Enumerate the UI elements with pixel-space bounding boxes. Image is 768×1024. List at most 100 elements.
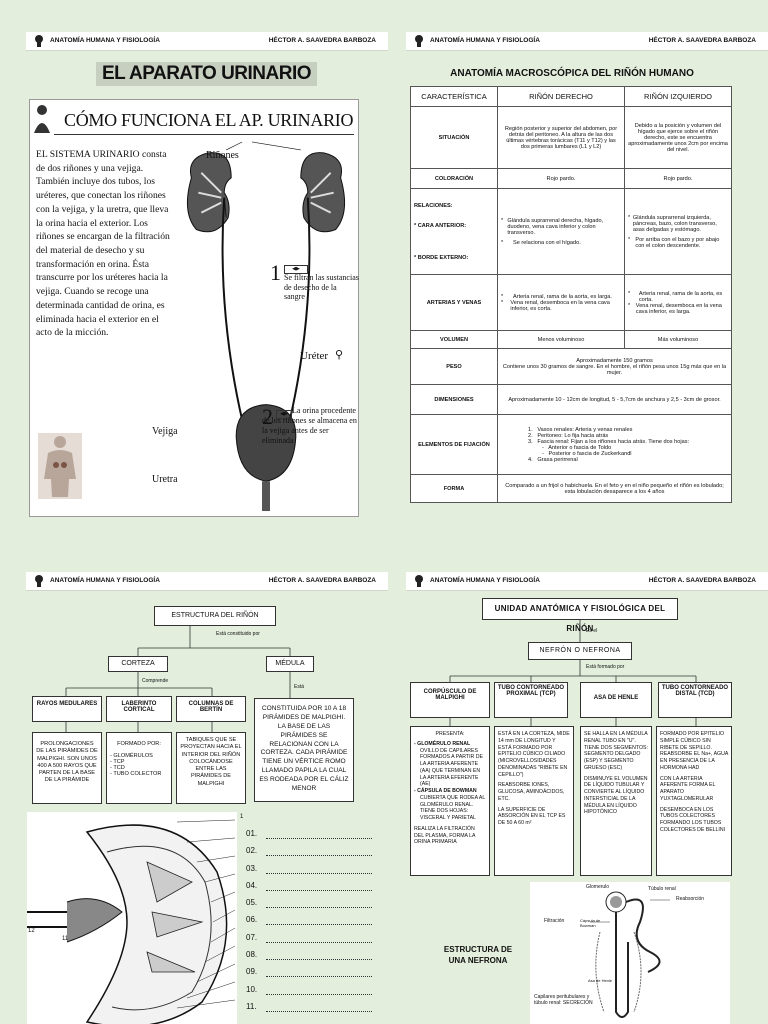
cell: *Arteria renal, rama de la aorta, es cor… <box>624 274 732 331</box>
nephron-drawing <box>590 891 670 1018</box>
step2-controls-icon: ◀▶ <box>276 410 292 419</box>
row-label: RELACIONES: * CARA ANTERIOR: * BORDE EXT… <box>410 188 498 275</box>
blank-number: 01. <box>246 829 258 838</box>
step1-controls-icon: ◀▶ <box>284 265 308 274</box>
label-asa: Asa de Henle <box>588 978 613 983</box>
relaciones-label: RELACIONES: <box>414 202 453 209</box>
blank-line: 05. <box>246 898 372 915</box>
cell: Comparado a un frijol o habichuela. En e… <box>497 474 732 503</box>
tcd-desc: FORMADO POR EPITELIO SIMPLE CÚBICO SIN R… <box>656 726 732 876</box>
item-text: TUBO COLECTOR <box>113 771 162 777</box>
nephron-caption: ESTRUCTURA DE UNA NEFRONA <box>443 945 513 966</box>
magnifier-icon: ⚲ <box>335 349 344 361</box>
blank-number: 06. <box>246 915 258 925</box>
c2-p1: ESTÁ EN LA CORTEZA, MIDE 14 mm DE LONGIT… <box>498 731 570 778</box>
blank-number: 09. <box>246 967 258 977</box>
skull-logo-icon <box>35 575 43 587</box>
columnas-desc: TABIQUES QUE SE PROYECTAN HACIA EL INTER… <box>176 732 246 804</box>
item-text: Vasos renales: Arteria y venas renales <box>537 426 633 433</box>
item-text: Fascia renal: Fijan a los riñones hacia … <box>537 438 690 445</box>
item-text: TCP <box>113 759 125 765</box>
blank-number: 03. <box>246 863 258 873</box>
cell: Rojo pardo. <box>497 168 625 189</box>
cell: Región posterior y superior del abdomen,… <box>497 106 625 169</box>
panel-estructura-rinon: ANATOMÍA HUMANA Y FISIOLOGÍA HÉCTOR A. S… <box>26 572 388 1024</box>
cell: Más voluminoso <box>624 330 732 349</box>
table-row: DIMENSIONES Aproximadamente 10 - 12cm de… <box>410 384 732 415</box>
list-item: *Arteria renal, rama de la aorta, es cor… <box>628 291 728 303</box>
tcp-desc: ESTÁ EN LA CORTEZA, MIDE 14 mm DE LONGIT… <box>494 726 574 876</box>
list-item: *Arteria renal, rama de la aorta, es lar… <box>501 293 612 300</box>
c3-p2: DISMINUYE EL VOLUMEN DE LÍQUIDO TUBULAR … <box>584 775 648 816</box>
conn-constituido: Está constituido por <box>216 631 260 637</box>
c4-p2: CON LA ARTERIA AFERENTE FORMA EL APARATO… <box>660 775 716 802</box>
unit-title: UNIDAD ANATÓMICA Y FISIOLÓGICA DEL RIÑÓN <box>482 598 678 633</box>
list-item: *Glándula suprarrenal izquierda, páncrea… <box>628 215 728 233</box>
blank-line: 06. <box>246 915 372 932</box>
header-author: HÉCTOR A. SAAVEDRA BARBOZA <box>268 37 376 44</box>
body-silhouette-image <box>38 433 82 499</box>
callout-1: 1 <box>240 814 244 820</box>
item-text: Por arriba con el bazo y por abajo con e… <box>635 236 720 249</box>
structure-title: ESTRUCTURA DEL RIÑÓN <box>154 606 276 626</box>
col-corpusculo: CORPÚSCULO DE MALPIGHI <box>410 682 490 718</box>
item-text: TCD <box>113 765 125 771</box>
banner-title: EL APARATO URINARIO <box>96 62 318 86</box>
page-title: CÓMO FUNCIONA EL AP. URINARIO <box>64 110 354 130</box>
skull-logo-icon <box>35 35 43 47</box>
header-course: ANATOMÍA HUMANA Y FISIOLOGÍA <box>50 577 160 584</box>
table-row: FORMA Comparado a un frijol o habichuela… <box>410 474 732 503</box>
label-capilares: Capilares peritubulares y túbulo renal: … <box>534 994 593 1006</box>
item-text: Vena renal, desemboca en la vena cava in… <box>510 299 610 312</box>
title-rule <box>54 134 354 135</box>
callout-12: 12 <box>28 928 35 934</box>
table-row: SITUACIÓN Región posterior y superior de… <box>410 106 732 169</box>
header-course: ANATOMÍA HUMANA Y FISIOLOGÍA <box>430 37 540 44</box>
col-tcp: TUBO CONTORNEADO PROXIMAL (TCP) <box>494 682 568 718</box>
item-text: Posterior o fascia de Zuckerkandl <box>548 450 632 457</box>
list-item: - GLOMÉRULO RENAL <box>414 740 471 747</box>
cara-anterior-label: * CARA ANTERIOR: <box>414 222 467 229</box>
blank-line: 10. <box>246 985 372 1002</box>
label-urethra: Uretra <box>152 474 178 485</box>
page-title: ANATOMÍA MACROSCÓPICA DEL RIÑÓN HUMANO <box>450 68 694 79</box>
cell: Debido a la posición y volumen del hígad… <box>624 106 732 169</box>
conn-formado: Está formado por <box>586 664 625 670</box>
c4-p3: DESEMBOCA EN LOS TUBOS COLECTORES FORMAN… <box>660 806 726 833</box>
step1-number: 1 <box>270 260 281 285</box>
blank-line: 01. <box>246 829 372 846</box>
list-item: 3. Fascia renal: Fijan a los riñones hac… <box>528 438 690 445</box>
row-label: ARTERIAS Y VENAS <box>410 274 498 331</box>
label-capsula: Cápsula de Bowman <box>580 918 601 928</box>
header-author: HÉCTOR A. SAAVEDRA BARBOZA <box>268 577 376 584</box>
columnas-box: COLUMNAS DE BERTÍN <box>176 696 246 722</box>
list-item: - TUBO COLECTOR <box>110 771 162 777</box>
callout-11: 11 <box>62 936 69 942</box>
connector-lines <box>65 626 291 732</box>
corpusculo-desc: PRESENTA: - GLOMÉRULO RENAL OVILLO DE CA… <box>410 726 490 876</box>
item-text: Se relaciona con el hígado. <box>513 239 581 246</box>
label-tubulo: Túbulo renal <box>648 886 676 892</box>
page-header: ANATOMÍA HUMANA Y FISIOLOGÍA HÉCTOR A. S… <box>26 572 388 591</box>
table-row: VOLUMEN Menos voluminoso Más voluminoso <box>410 330 732 349</box>
header-author: HÉCTOR A. SAAVEDRA BARBOZA <box>648 577 756 584</box>
header-course: ANATOMÍA HUMANA Y FISIOLOGÍA <box>430 577 540 584</box>
panel-nefrona: ANATOMÍA HUMANA Y FISIOLOGÍA HÉCTOR A. S… <box>406 572 768 1024</box>
blank-number: 11. <box>246 1001 257 1011</box>
c4-p1: FORMADO POR EPITELIO SIMPLE CÚBICO SIN R… <box>660 731 728 771</box>
kidney-left-icon <box>186 152 232 233</box>
item-text: Grasa perirrenal <box>537 456 578 463</box>
kidney-section-illustration <box>27 812 237 1024</box>
item-text: Glándula suprarrenal derecha, hígado, du… <box>507 217 604 236</box>
label-reabsorcion: Reabsorción <box>676 896 705 902</box>
list-item: *Por arriba con el bazo y por abajo con … <box>628 237 728 249</box>
blank-line: 08. <box>246 950 372 967</box>
blank-number: 02. <box>246 846 258 856</box>
label-kidneys: Riñones <box>206 150 239 161</box>
col-header: CARACTERÍSTICA <box>410 86 498 107</box>
c1-funcion: REALIZA LA FILTRACIÓN DEL PLASMA, FORMA … <box>414 825 476 846</box>
nephron-diagram: Glomerulo Túbulo renal Reabsorción Filtr… <box>530 882 730 1024</box>
cell: Aproximadamente 10 - 12cm de longitud, 5… <box>497 384 732 415</box>
blank-number: 04. <box>246 880 258 890</box>
list-item: - TCP <box>110 759 125 765</box>
